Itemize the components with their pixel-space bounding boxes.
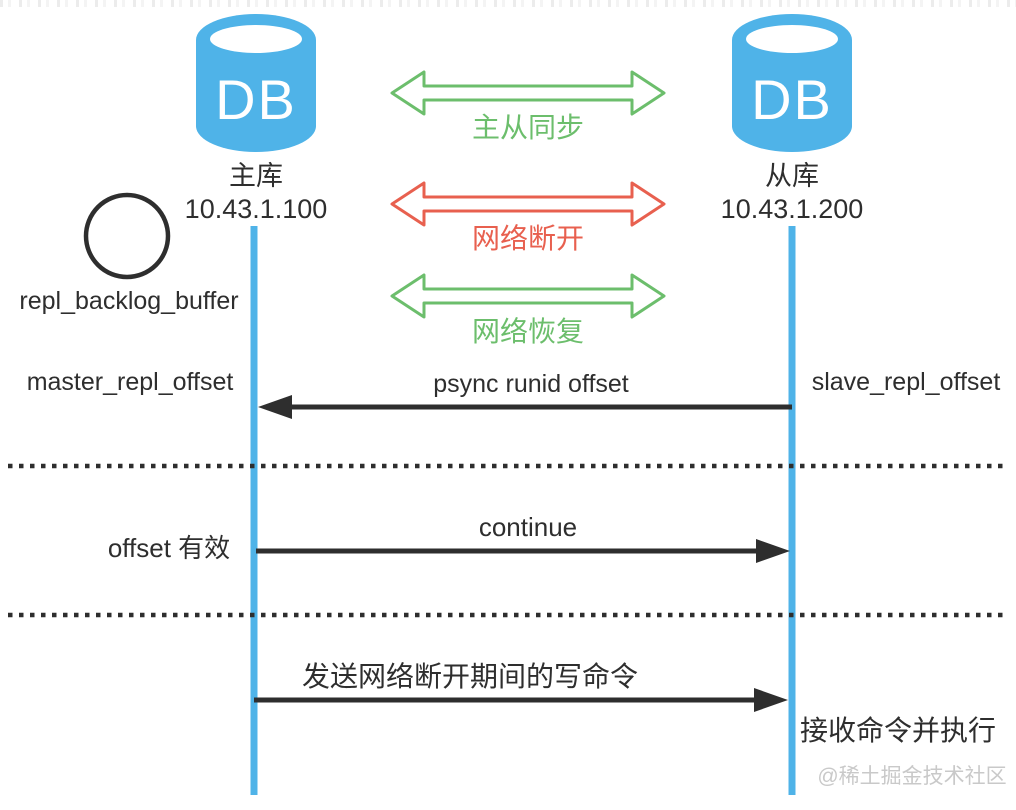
slave-role-label: 从库 xyxy=(765,161,819,191)
message-continue: continue xyxy=(256,512,790,563)
cylinder-top-highlight xyxy=(746,25,838,53)
phase-network-broken: 网络断开 xyxy=(390,181,666,254)
message-psync-label: psync runid offset xyxy=(433,370,629,398)
phase-network-restored-label: 网络恢复 xyxy=(472,316,584,347)
arrowhead-right-icon xyxy=(756,539,790,563)
watermark: @稀土掘金技术社区 xyxy=(817,765,1006,788)
top-watermark-strip xyxy=(0,0,1016,7)
phase-sync-label: 主从同步 xyxy=(472,112,584,143)
slave-db-label: DB xyxy=(751,68,833,131)
slave-offset-label: slave_repl_offset xyxy=(812,368,1001,396)
message-psync: psync runid offset xyxy=(258,370,792,419)
double-arrow-icon xyxy=(390,273,666,319)
receive-execute-label: 接收命令并执行 xyxy=(800,715,996,746)
phase-network-restored: 网络恢复 xyxy=(390,273,666,347)
message-write-commands: 发送网络断开期间的写命令 xyxy=(254,661,788,712)
phase-sync: 主从同步 xyxy=(390,70,666,143)
slave-ip-label: 10.43.1.200 xyxy=(721,194,864,224)
master-offset-label: master_repl_offset xyxy=(27,368,234,396)
phase-network-broken-label: 网络断开 xyxy=(472,223,584,254)
backlog-buffer-label: repl_backlog_buffer xyxy=(19,287,238,315)
master-role-label: 主库 xyxy=(229,161,283,191)
slave-db-node: DB 从库 10.43.1.200 xyxy=(721,14,864,224)
cylinder-top-highlight xyxy=(210,25,302,53)
master-db-node: DB 主库 10.43.1.100 xyxy=(185,14,328,224)
double-arrow-icon xyxy=(390,181,666,227)
backlog-buffer-circle-icon xyxy=(83,192,171,280)
master-db-label: DB xyxy=(215,68,297,131)
message-write-commands-label: 发送网络断开期间的写命令 xyxy=(302,661,638,692)
double-arrow-icon xyxy=(390,70,666,116)
message-continue-label: continue xyxy=(479,512,577,542)
master-ip-label: 10.43.1.100 xyxy=(185,194,328,224)
arrowhead-right-icon xyxy=(754,688,788,712)
offset-valid-label: offset 有效 xyxy=(108,533,230,563)
arrowhead-left-icon xyxy=(258,395,292,419)
